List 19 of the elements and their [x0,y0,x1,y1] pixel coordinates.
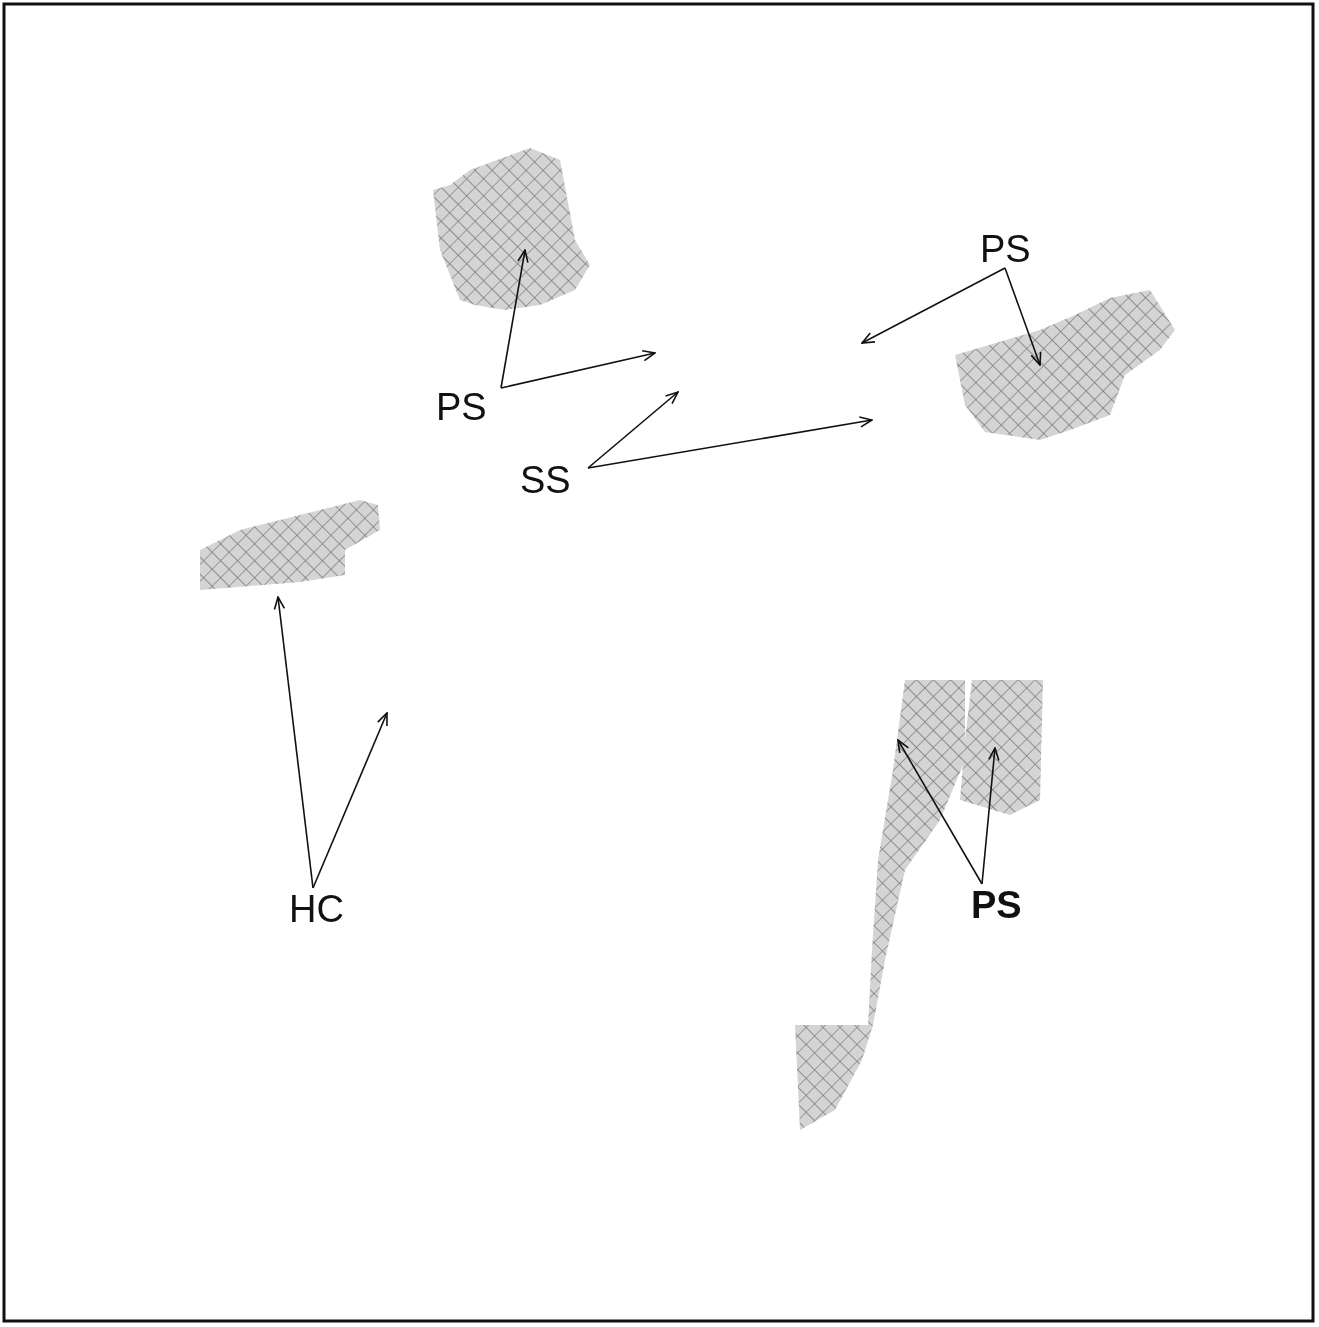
leader-arrow [587,416,873,469]
leader-arrow [897,739,983,885]
leader-arrow [273,596,314,889]
region-label: PS [436,388,487,426]
leader-arrow [981,747,1000,885]
leader-arrow [500,249,529,389]
hatched-region [960,680,1043,815]
hatched-region [955,290,1175,440]
region-label: PS [971,886,1022,924]
region-label: SS [520,461,571,499]
region-label: HC [289,890,344,928]
region-label: PS [980,230,1031,268]
leader-arrow [1004,267,1042,366]
leader-arrow [861,267,1006,344]
leader-arrow [587,391,679,469]
leader-arrow [500,350,656,389]
hatched-region [433,148,590,310]
leader-arrow [312,712,388,889]
hatched-region [200,500,380,590]
